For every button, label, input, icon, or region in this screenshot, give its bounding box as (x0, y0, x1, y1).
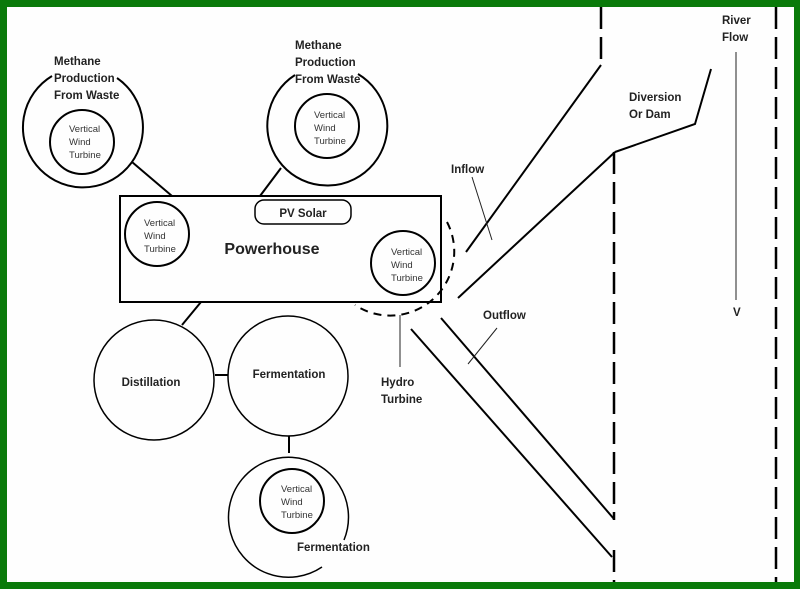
distillation-label: Distillation (122, 377, 181, 389)
methane-right-label: Methane Production From Waste (295, 40, 360, 86)
hydro-turbine-label: Hydro Turbine (381, 377, 422, 406)
methane-left-label: Methane Production From Waste (54, 56, 119, 102)
methane-right-inner-circle (294, 93, 360, 159)
inflow-channel-lower (457, 151, 616, 299)
outflow-channel-upper (440, 317, 615, 520)
connector-distillation (181, 301, 202, 326)
inflow-channel-upper (465, 64, 602, 253)
outflow-channel-lower (410, 328, 613, 558)
powerhouse-left-turbine-label: Vertical Wind Turbine (144, 218, 178, 255)
connector-methane-left (131, 161, 173, 197)
powerhouse-label: Powerhouse (224, 241, 319, 258)
diversion-label: Diversion Or Dam (629, 92, 685, 121)
river-flow-arrow-head: V (733, 307, 741, 319)
methane-left-turbine-label: Vertical Wind Turbine (69, 124, 103, 161)
powerhouse-left-turbine-circle (124, 201, 190, 267)
outflow-pointer (467, 327, 498, 365)
hydro-turbine-arc (354, 221, 456, 317)
inflow-pointer (471, 176, 493, 241)
fermentation-bottom-turbine-label: Vertical Wind Turbine (281, 484, 315, 521)
fermentation-circle (227, 315, 349, 437)
pv-solar-label: PV Solar (279, 208, 327, 220)
outflow-label: Outflow (483, 310, 526, 322)
methane-left-outer-circle (22, 75, 144, 189)
pv-solar-box (254, 199, 352, 225)
methane-left-inner-circle (49, 109, 115, 175)
fermentation-label: Fermentation (253, 369, 326, 381)
methane-right-outer-circle (266, 73, 389, 187)
distillation-circle (93, 319, 215, 441)
fermentation-bottom-inner-circle (259, 468, 325, 534)
powerhouse-right-turbine-circle (370, 230, 436, 296)
powerhouse-box (119, 195, 442, 303)
diversion-dam-line (614, 68, 712, 153)
fermentation-bottom-label: Fermentation (297, 542, 370, 554)
powerhouse-right-turbine-label: Vertical Wind Turbine (391, 247, 425, 284)
connector-methane-right (259, 167, 282, 197)
river-flow-label: River Flow (722, 15, 754, 44)
inflow-label: Inflow (451, 164, 484, 176)
methane-right-turbine-label: Vertical Wind Turbine (314, 110, 348, 147)
fermentation-bottom-outer-circle (227, 456, 350, 578)
